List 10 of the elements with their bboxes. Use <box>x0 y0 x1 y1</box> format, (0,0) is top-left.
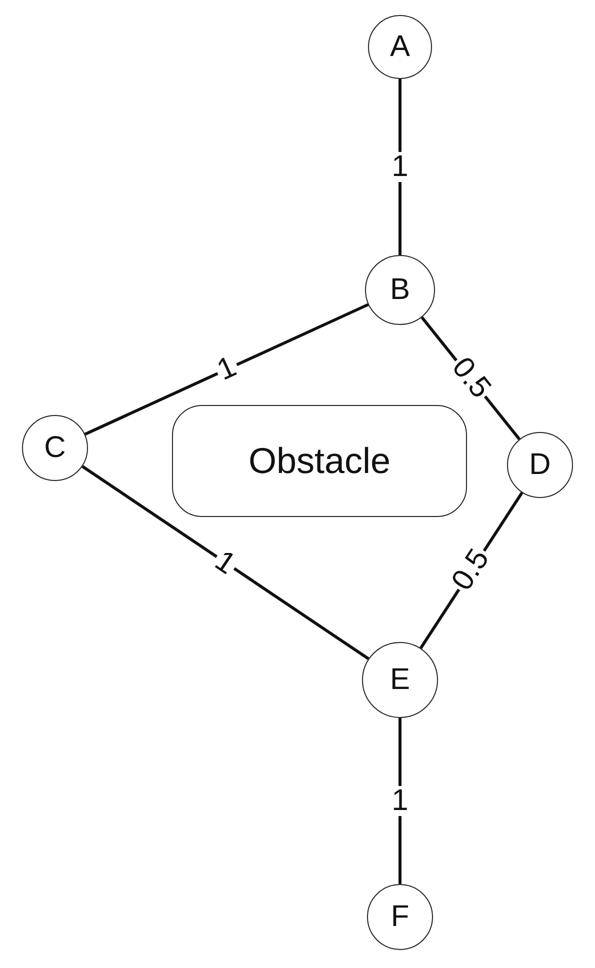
node-label: B <box>390 273 410 307</box>
edge-line <box>82 465 370 660</box>
node-label: C <box>44 431 66 465</box>
node-label: Obstacle <box>248 440 391 482</box>
edge-line <box>84 303 369 436</box>
node-label: A <box>390 30 410 64</box>
node-label: D <box>529 448 551 482</box>
obstacle-box <box>172 405 467 517</box>
node-label: E <box>390 663 410 697</box>
node-label: F <box>390 900 410 934</box>
